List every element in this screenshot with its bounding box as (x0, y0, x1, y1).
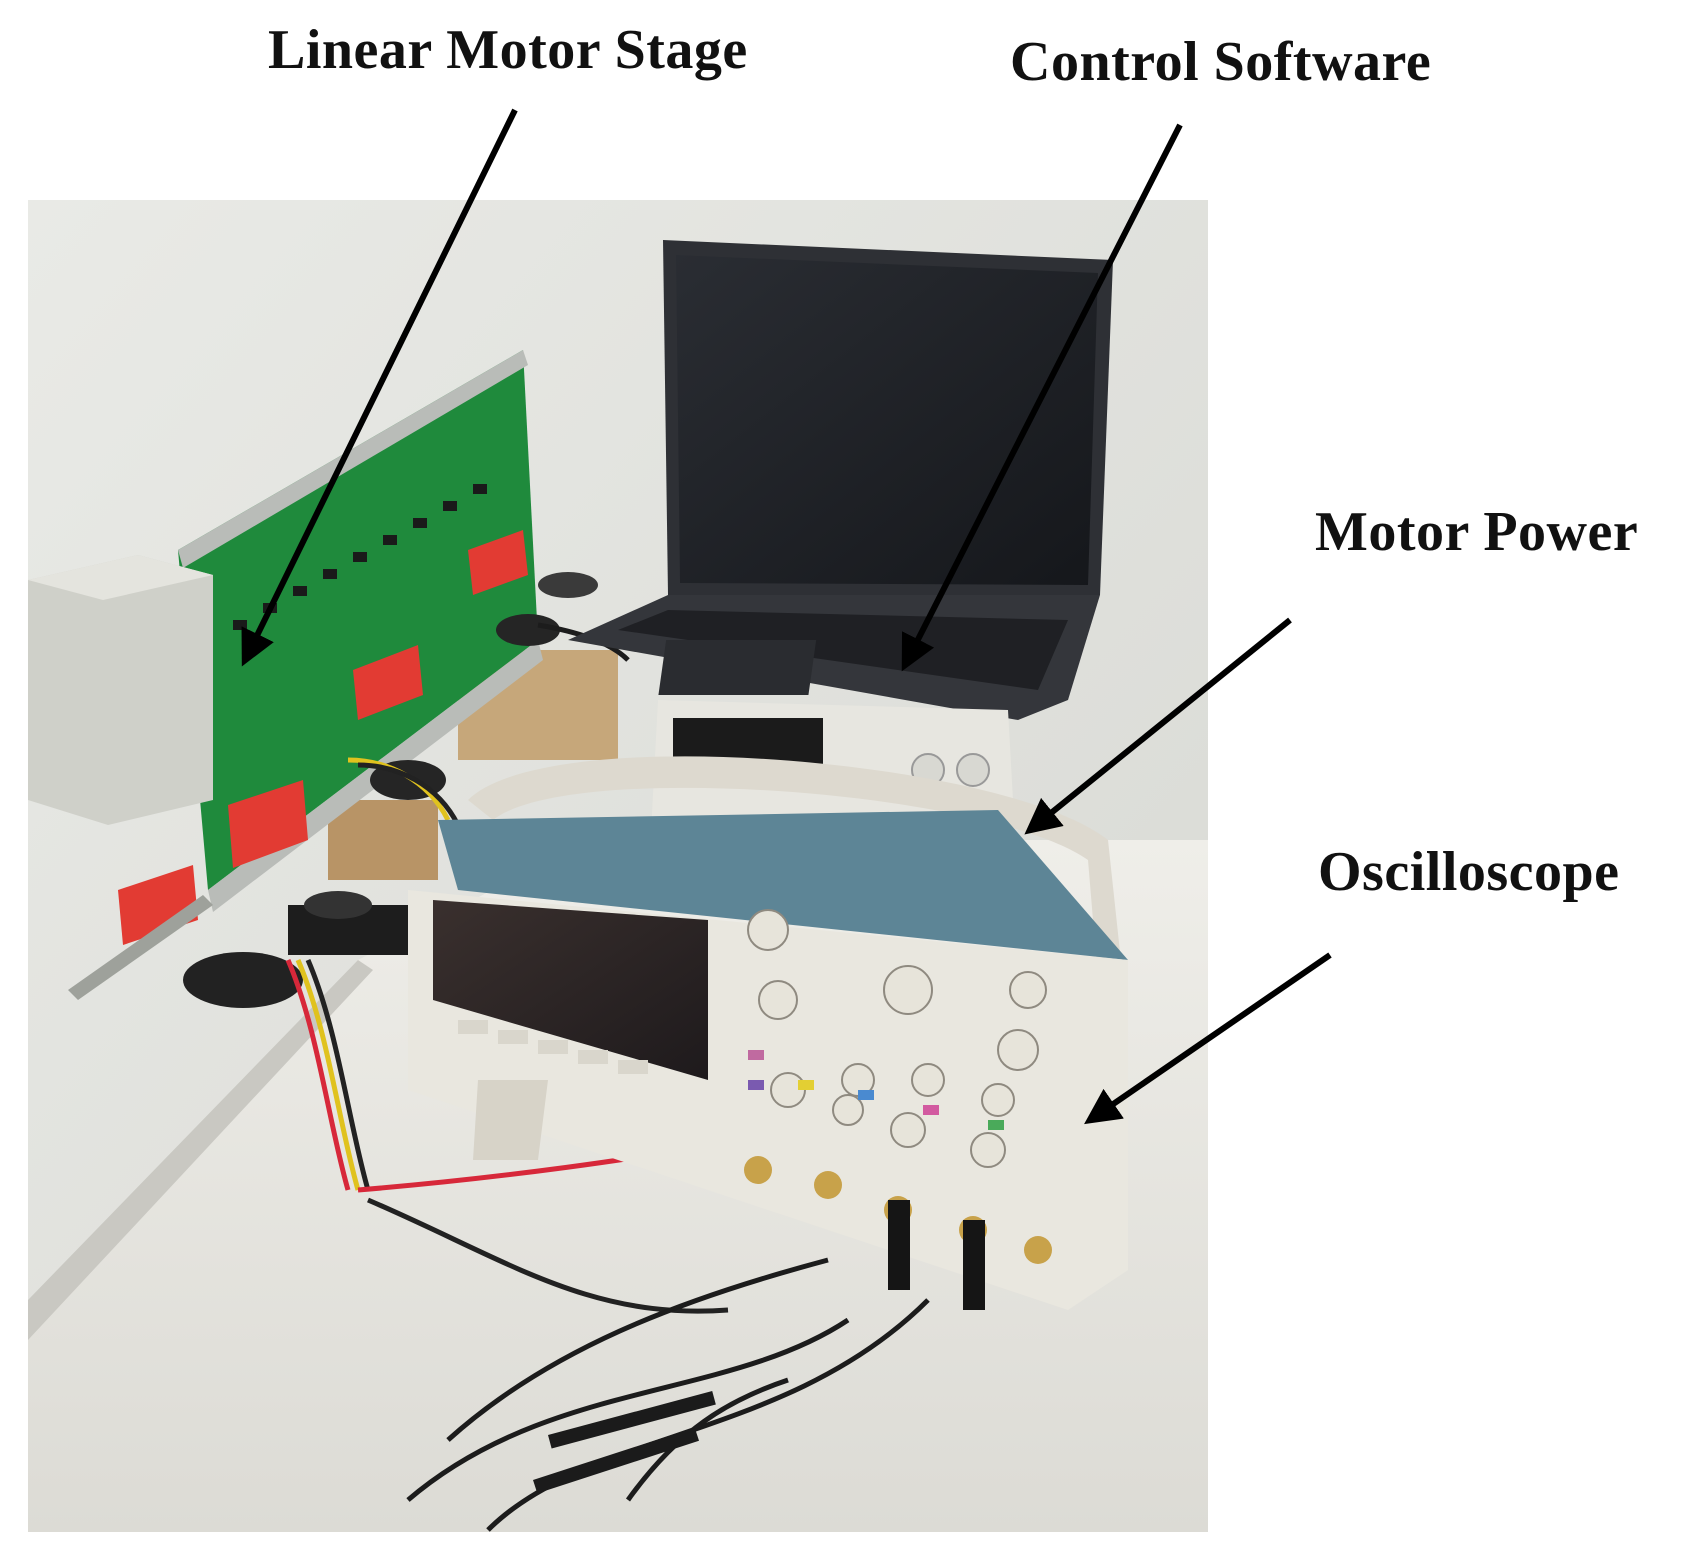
arrow-oscilloscope (1084, 952, 1332, 1125)
wires (285, 622, 930, 1532)
linear-motor-stage (28, 350, 598, 1008)
label-control-software: Control Software (1010, 31, 1432, 93)
label-linear-motor-stage: Linear Motor Stage (268, 19, 748, 81)
laptop-trackpad (658, 640, 817, 695)
laptop (568, 240, 1113, 720)
scope-top (438, 810, 1128, 960)
stage-carriage (28, 555, 213, 825)
clamp-base (183, 952, 303, 1008)
cardboard-box-2 (328, 800, 438, 880)
laptop-screen (676, 255, 1098, 585)
table-edge-shadow (28, 960, 373, 1340)
oscilloscope (408, 756, 1128, 1310)
red-bracket (228, 780, 308, 868)
label-motor-power: Motor Power (1315, 501, 1639, 563)
arrow-control-software (901, 123, 1183, 672)
lab-setup-photo (28, 200, 1208, 1532)
arrow-linear-motor-stage (241, 108, 518, 667)
label-oscilloscope: Oscilloscope (1318, 841, 1620, 903)
scope-screen (433, 900, 708, 1080)
arrow-motor-power (1024, 617, 1292, 835)
probe (548, 1391, 716, 1449)
